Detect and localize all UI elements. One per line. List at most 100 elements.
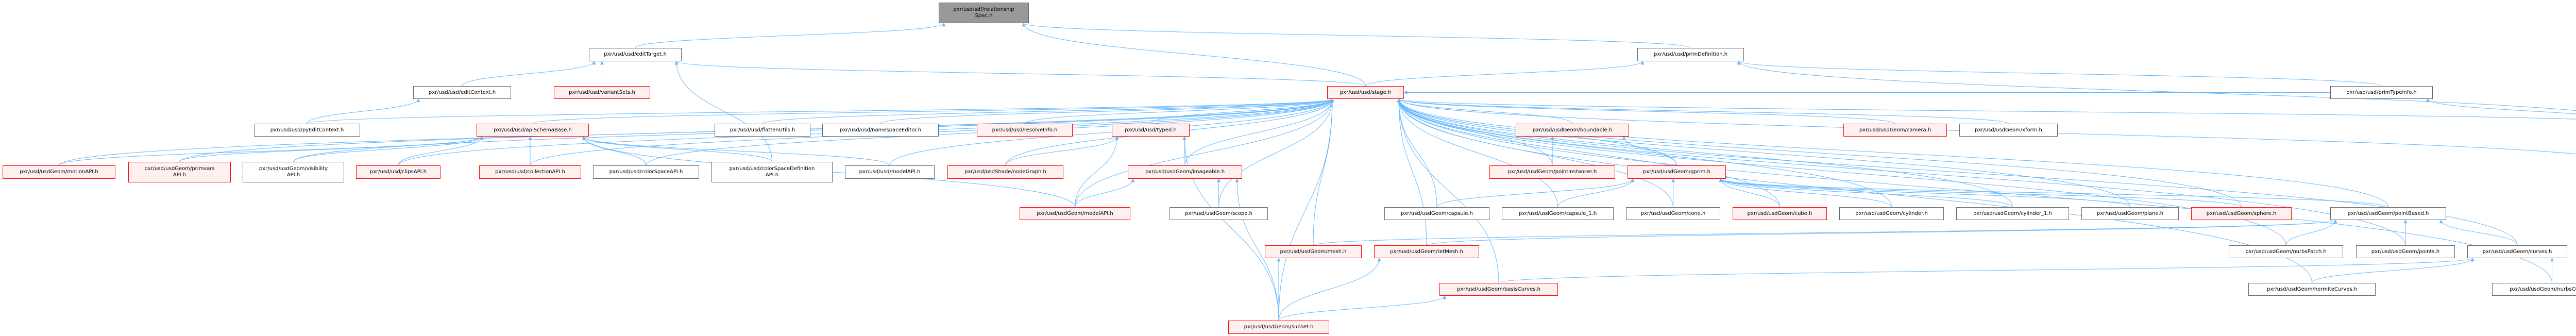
edge-tetMesh-to-pointBased	[1426, 220, 2337, 246]
node-rel-spec[interactable]: pxr/usd/sdf/relationship Spec.h	[939, 3, 1029, 23]
node-imageable[interactable]: pxr/usd/usdGeom/imageable.h	[1128, 165, 1242, 179]
edge-colorSpaceAPI-to-apiSchemaBase	[582, 136, 647, 166]
edge-geomModelAPI-to-stage	[1075, 98, 1334, 208]
edge-resolveInfo-to-stage	[1024, 98, 1334, 124]
edge-xform-to-stage	[1397, 98, 2009, 124]
node-boundable[interactable]: pxr/usd/usdGeom/boundable.h	[1516, 124, 1629, 137]
node-hermite-curves[interactable]: pxr/usd/usdGeom/hermiteCurves.h	[2248, 283, 2376, 296]
edge-primTypeInfo-to-primDefinition	[1737, 61, 2382, 87]
edge-primvarsAPI-to-apiSchemaBase	[179, 136, 484, 162]
node-cube[interactable]: pxr/usd/usdGeom/cube.h	[1733, 207, 1827, 220]
edge-modelAPI-to-stage	[889, 98, 1334, 166]
edge-clipsAPI-to-apiSchemaBase	[398, 136, 484, 166]
edge-tetMesh-to-stage	[1397, 98, 1427, 246]
node-color-space-def-a-p-i[interactable]: pxr/usd/usd/colorSpaceDefinition API.h	[711, 162, 833, 182]
edge-nodeGraph-to-typed	[1005, 136, 1119, 166]
node-gprim[interactable]: pxr/usd/usdGeom/gprim.h	[1628, 165, 1726, 179]
node-geom-model-a-p-i[interactable]: pxr/usd/usdGeom/modelAPI.h	[1020, 207, 1130, 220]
edge-pyEditContext-to-editContext	[307, 98, 420, 124]
node-api-schema-base[interactable]: pxr/usd/usd/apiSchemaBase.h	[477, 124, 589, 137]
edge-stage-to-primDefinition	[1365, 61, 1645, 87]
node-nurbs-patch[interactable]: pxr/usd/usdGeom/nurbsPatch.h	[2229, 245, 2343, 258]
node-mesh[interactable]: pxr/usd/usdGeom/mesh.h	[1265, 245, 1362, 258]
node-resolve-info[interactable]: pxr/usd/usd/resolveInfo.h	[977, 124, 1073, 137]
edge-pyEditContext-to-stage	[307, 98, 1334, 124]
node-edit-context[interactable]: pxr/usd/usd/editContext.h	[413, 86, 511, 99]
edge-scope-to-stage	[1218, 98, 1334, 208]
edge-subset-to-tetMesh	[1278, 258, 1381, 321]
edge-primDefinition-to-relSpec	[1022, 23, 1691, 48]
edge-mesh-to-pointBased	[1313, 220, 2337, 246]
node-color-space-a-p-i[interactable]: pxr/usd/usd/colorSpaceAPI.h	[593, 165, 699, 179]
node-camera[interactable]: pxr/usd/usdGeom/camera.h	[1843, 124, 1947, 137]
edge-subset-to-stage	[1278, 98, 1334, 321]
node-xform[interactable]: pxr/usd/usdGeom/xform.h	[1959, 124, 2058, 137]
node-prim-type-info[interactable]: pxr/usd/usd/primTypeInfo.h	[2330, 86, 2433, 99]
node-point-instancer[interactable]: pxr/usd/usdGeom/pointInstancer.h	[1489, 165, 1615, 179]
edge-capsule_1-to-stage	[1397, 98, 1558, 208]
node-scope[interactable]: pxr/usd/usdGeom/scope.h	[1170, 207, 1268, 220]
node-edit-target[interactable]: pxr/usd/usd/editTarget.h	[589, 48, 682, 61]
edge-pointBased-to-gprim	[1719, 178, 2388, 208]
node-flatten-utils[interactable]: pxr/usd/usd/flattenUtils.h	[715, 124, 810, 137]
node-node-graph[interactable]: pxr/usd/usdShade/nodeGraph.h	[947, 165, 1063, 179]
node-subset[interactable]: pxr/usd/usdGeom/subset.h	[1228, 321, 1329, 334]
node-capsule-1[interactable]: pxr/usd/usdGeom/capsule_1.h	[1502, 207, 1614, 220]
edge-hermiteCurves-to-curves	[2312, 258, 2475, 283]
edge-boundable-to-stage	[1397, 98, 1573, 124]
node-capsule[interactable]: pxr/usd/usdGeom/capsule.h	[1384, 207, 1489, 220]
edge-editTarget-to-relSpec	[635, 23, 946, 48]
node-variant-sets[interactable]: pxr/usd/usd/variantSets.h	[554, 86, 650, 99]
edge-typed-to-stage	[1150, 98, 1334, 124]
edge-namespaceEditor-to-stage	[880, 98, 1334, 124]
node-curves[interactable]: pxr/usd/usdGeom/curves.h	[2467, 245, 2567, 258]
node-nurbs-curves[interactable]: pxr/usd/usdGeom/nurbsCurves.h	[2492, 283, 2576, 296]
node-namespace-editor[interactable]: pxr/usd/usd/namespaceEditor.h	[822, 124, 939, 137]
node-tet-mesh[interactable]: pxr/usd/usdGeom/tetMesh.h	[1374, 245, 1479, 258]
edge-stage-to-relSpec	[1022, 23, 1366, 87]
node-prim-definition[interactable]: pxr/usd/usd/primDefinition.h	[1637, 48, 1744, 61]
edge-geomModelAPI-to-imageable	[1075, 178, 1135, 208]
edge-stage-to-editTarget	[674, 61, 1366, 87]
node-primvars-a-p-i[interactable]: pxr/usd/usdGeom/primvars API.h	[128, 162, 231, 182]
edge-capsule_1-to-gprim	[1557, 178, 1635, 208]
edge-cylinder-to-gprim	[1719, 178, 1892, 208]
node-model-a-p-i[interactable]: pxr/usd/usd/modelAPI.h	[845, 165, 935, 179]
node-stage[interactable]: pxr/usd/usd/stage.h	[1327, 86, 1404, 99]
edge-cone-to-stage	[1397, 98, 1673, 208]
node-visibility-a-p-i[interactable]: pxr/usd/usdGeom/visibility API.h	[243, 162, 344, 182]
edge-camera-to-stage	[1397, 98, 1895, 124]
node-clips-a-p-i[interactable]: pxr/usd/usd/clipsAPI.h	[356, 165, 440, 179]
edge-visibilityAPI-to-apiSchemaBase	[293, 136, 484, 162]
edge-modelAPI-to-apiSchemaBase	[582, 136, 890, 166]
edge-subset-to-basisCurves	[1278, 295, 1447, 321]
edge-pointBased-to-stage	[1397, 98, 2388, 208]
edge-capsule-to-stage	[1397, 98, 1437, 208]
node-py-edit-context[interactable]: pxr/usd/usd/pyEditContext.h	[254, 124, 360, 137]
edge-geomModelAPI-to-typed	[1075, 136, 1119, 208]
edge-visibilityAPI-to-stage	[293, 98, 1334, 162]
node-point-based[interactable]: pxr/usd/usdGeom/pointBased.h	[2330, 207, 2446, 220]
node-basis-curves[interactable]: pxr/usd/usdGeom/basisCurves.h	[1439, 283, 1558, 296]
node-typed[interactable]: pxr/usd/usd/typed.h	[1112, 124, 1190, 137]
node-motion-a-p-i[interactable]: pxr/usd/usdGeom/motionAPI.h	[3, 165, 115, 179]
node-cone[interactable]: pxr/usd/usdGeom/cone.h	[1626, 207, 1720, 220]
edge-basisCurves-to-curves	[1498, 258, 2474, 283]
edge-cube-to-stage	[1397, 98, 1780, 208]
node-cylinder-1[interactable]: pxr/usd/usdGeom/cylinder_1.h	[1956, 207, 2069, 220]
edge-apiSchemaBase-to-stage	[532, 98, 1334, 124]
edge-capsule-to-gprim	[1436, 178, 1635, 208]
edge-imageable-to-stage	[1184, 98, 1334, 166]
edge-subset-to-imageable	[1235, 178, 1279, 321]
edge-gprim-to-boundable	[1622, 136, 1677, 166]
edge-plane-to-gprim	[1719, 178, 2130, 208]
edge-sphere-to-gprim	[1719, 178, 2242, 208]
node-sphere[interactable]: pxr/usd/usdGeom/sphere.h	[2191, 207, 2292, 220]
node-collection-a-p-i[interactable]: pxr/usd/usd/collectionAPI.h	[479, 165, 581, 179]
node-cylinder[interactable]: pxr/usd/usdGeom/cylinder.h	[1839, 207, 1944, 220]
edge-colorSpaceDefAPI-to-apiSchemaBase	[582, 136, 772, 162]
edge-nurbsPatch-to-pointBased	[2285, 220, 2337, 246]
edge-cylinder_1-to-gprim	[1719, 178, 2013, 208]
node-plane[interactable]: pxr/usd/usdGeom/plane.h	[2081, 207, 2179, 220]
node-points[interactable]: pxr/usd/usdGeom/points.h	[2356, 245, 2455, 258]
